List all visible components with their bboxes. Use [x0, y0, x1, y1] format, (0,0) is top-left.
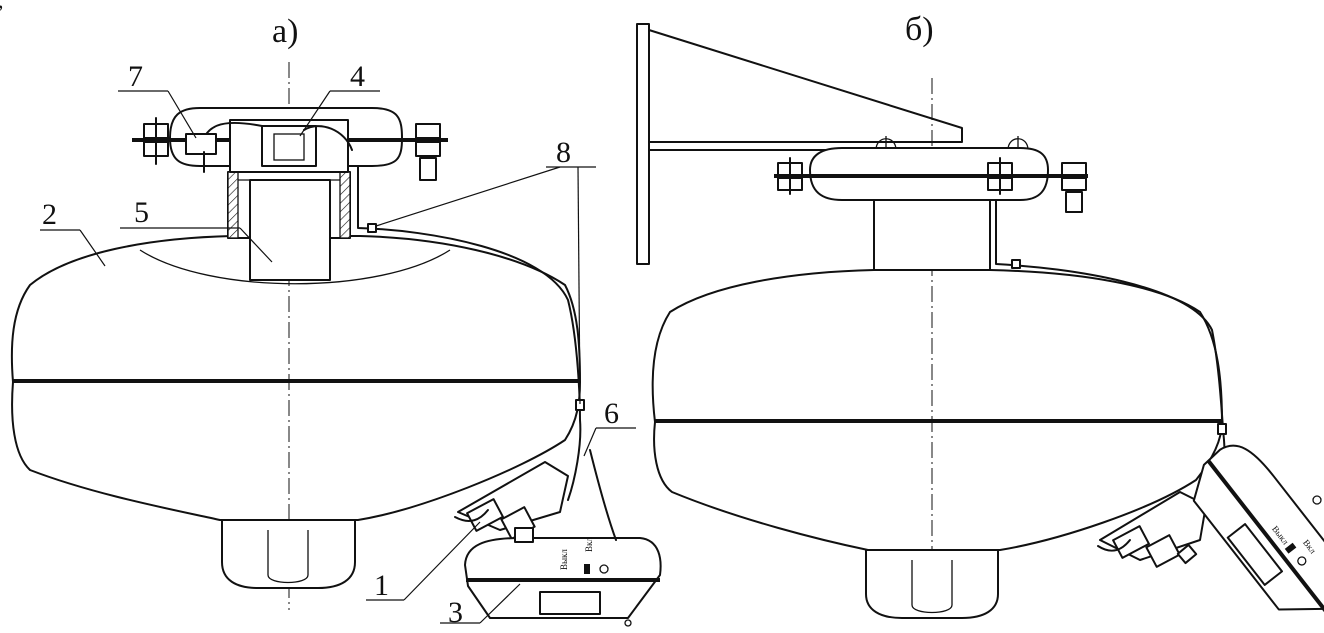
view-a-initiator-core: [273, 133, 305, 161]
leader-3-diag: [479, 583, 521, 624]
view-b-cable-clip-top: [1011, 259, 1021, 269]
view-a-cable-clip-top: [367, 223, 377, 233]
view-b-bolt-center: [987, 157, 1013, 195]
view-b-nozzle-slot: [911, 560, 953, 614]
view-a-bolt-right: [415, 123, 441, 181]
view-b-neck: [873, 199, 991, 271]
callout-7: 7: [128, 60, 143, 93]
view-a-initiator: [261, 125, 317, 167]
view-b-bolt-right: [1061, 162, 1087, 213]
view-a-terminal: [185, 133, 217, 155]
view-b-bolt-left: [777, 157, 803, 195]
view-a-detector-unit: Выкл Вкл: [464, 449, 662, 627]
view-a-nozzle-slot: [267, 530, 309, 584]
view-a-label: а): [272, 13, 298, 50]
leader-4-diag: [299, 90, 331, 137]
view-b-edge-pin: [1312, 495, 1322, 505]
callout-8: 8: [556, 136, 571, 169]
view-a-inner-tube: [249, 179, 331, 281]
view-a-cable: [357, 165, 582, 501]
leader-2-diag: [79, 229, 106, 267]
callout-3: 3: [448, 596, 463, 629]
leader-6-diag: [583, 427, 597, 457]
view-b: б): [636, 11, 1324, 619]
callout-4: 4: [350, 60, 365, 93]
view-a-nozzle: [221, 519, 356, 589]
view-a-neck-wall-right: [339, 171, 351, 239]
view-b-nozzle: [865, 549, 999, 619]
view-a-lower-canister-body: [11, 381, 581, 521]
view-b-detector-unit: Вкл Выкл: [1192, 444, 1324, 614]
callout-2: 2: [42, 198, 57, 231]
view-b-wall-bracket: [636, 23, 1029, 265]
view-a: а): [10, 13, 662, 629]
callout-5: 5: [134, 196, 149, 229]
view-a-detector-bracket: [454, 461, 569, 540]
view-b-detector-bracket: [1097, 491, 1207, 568]
view-a-switch-off-label: Выкл: [559, 549, 569, 570]
leader-8-to-a-top: [375, 166, 561, 227]
callout-1: 1: [374, 569, 389, 602]
leader-5-diag: [239, 227, 273, 263]
leader-1-diag: [403, 521, 481, 601]
cropped-text-fragment: ,: [0, 0, 4, 13]
callout-6: 6: [604, 397, 619, 430]
leader-7-diag: [167, 90, 197, 139]
view-b-label: б): [905, 11, 934, 48]
view-a-bolt-left: [143, 117, 169, 165]
view-a-switch-on-label: Вкл: [584, 537, 594, 552]
view-b-cable-clip-mid: [1217, 423, 1227, 435]
view-b-upper-canister-body: [651, 269, 1223, 423]
view-a-dome-arc: [139, 249, 451, 285]
leader-8-to-a-mid: [577, 166, 581, 405]
